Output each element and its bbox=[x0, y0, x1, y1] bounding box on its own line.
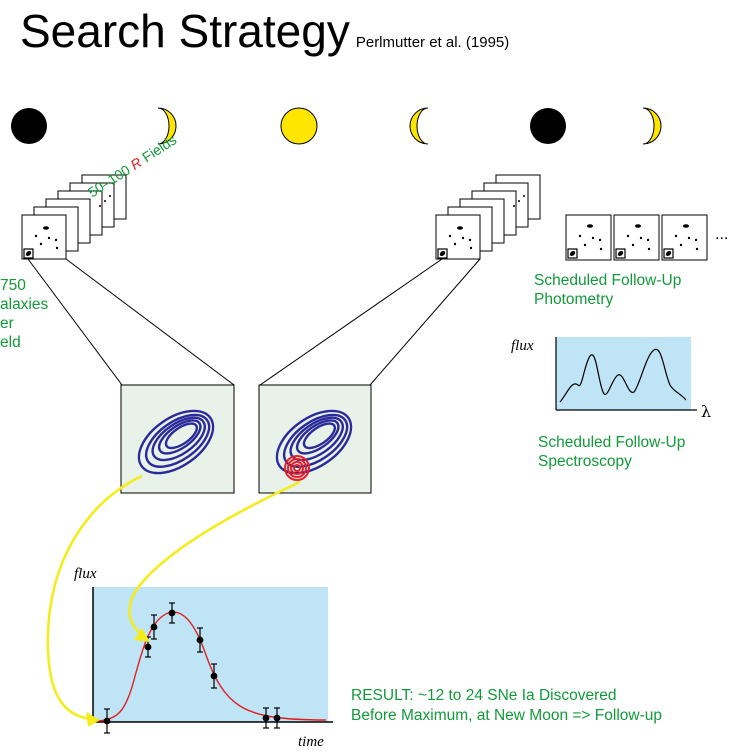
galaxy-count-line: alaxies bbox=[0, 296, 49, 313]
spectrum-curve bbox=[559, 348, 687, 403]
new-moon-icon bbox=[530, 108, 566, 144]
spectrum-ylabel: flux bbox=[511, 338, 534, 354]
data-point bbox=[144, 643, 152, 651]
galaxy-count-line: eld bbox=[0, 334, 21, 351]
crescent-moon-icon bbox=[642, 107, 662, 145]
lightcurve-ylabel: flux bbox=[74, 566, 97, 582]
zoom-lines bbox=[27, 258, 481, 386]
galaxy-count-line: 750 bbox=[0, 277, 26, 294]
lightcurve-plot bbox=[92, 587, 333, 734]
yellow-arrows bbox=[46, 474, 301, 722]
title-text: Search Strategy bbox=[20, 5, 350, 57]
data-point bbox=[262, 714, 270, 722]
galaxy-count-line: er bbox=[0, 315, 14, 332]
lightcurve-xlabel: time bbox=[298, 734, 324, 750]
lightcurve-data-points bbox=[103, 602, 281, 734]
field-stack-right bbox=[435, 174, 541, 260]
spectrum-xlabel: λ bbox=[701, 402, 712, 421]
data-point bbox=[210, 672, 218, 680]
lightcurve-fit bbox=[94, 611, 327, 722]
data-point bbox=[168, 609, 176, 617]
label-line: Scheduled Follow-Up bbox=[534, 272, 682, 289]
crescent-moon-icon bbox=[157, 107, 177, 145]
result-text: RESULT: ~12 to 24 SNe Ia Discovered Befo… bbox=[351, 686, 662, 726]
moon-phase-row bbox=[11, 107, 662, 145]
citation: Perlmutter et al. (1995) bbox=[355, 34, 510, 51]
field-stack-left bbox=[21, 174, 127, 260]
spectrum-plot bbox=[555, 337, 697, 411]
arrow-to-baseline bbox=[46, 474, 143, 722]
arrow-head-icon bbox=[134, 628, 150, 642]
label-line: Spectroscopy bbox=[538, 453, 632, 470]
data-point bbox=[150, 623, 158, 631]
label-line: Scheduled Follow-Up bbox=[538, 434, 686, 451]
data-point bbox=[103, 717, 111, 725]
followup-photometry-label: Scheduled Follow-Up Photometry bbox=[534, 271, 681, 309]
arrow-head-icon bbox=[86, 712, 100, 727]
crescent-moon-icon bbox=[409, 107, 429, 145]
result-line: RESULT: ~12 to 24 SNe Ia Discovered bbox=[351, 687, 617, 704]
galaxy-zoom-panel-after bbox=[258, 384, 372, 494]
galaxy-zoom-panel-before bbox=[120, 384, 235, 494]
followup-spectroscopy-label: Scheduled Follow-Up Spectroscopy bbox=[538, 433, 685, 471]
label-line: Photometry bbox=[534, 291, 614, 308]
more-fields-ellipsis: ... bbox=[715, 226, 729, 243]
data-point bbox=[273, 714, 281, 722]
new-moon-icon bbox=[11, 108, 47, 144]
result-line: Before Maximum, at New Moon => Follow-up bbox=[351, 707, 662, 724]
followup-photometry-fields bbox=[565, 214, 708, 261]
arrow-to-rise bbox=[128, 480, 301, 642]
full-moon-icon bbox=[280, 107, 318, 145]
data-point bbox=[196, 636, 204, 644]
supernova-marker bbox=[284, 455, 310, 481]
galaxy-count-label: 750 alaxies er eld bbox=[0, 276, 48, 352]
